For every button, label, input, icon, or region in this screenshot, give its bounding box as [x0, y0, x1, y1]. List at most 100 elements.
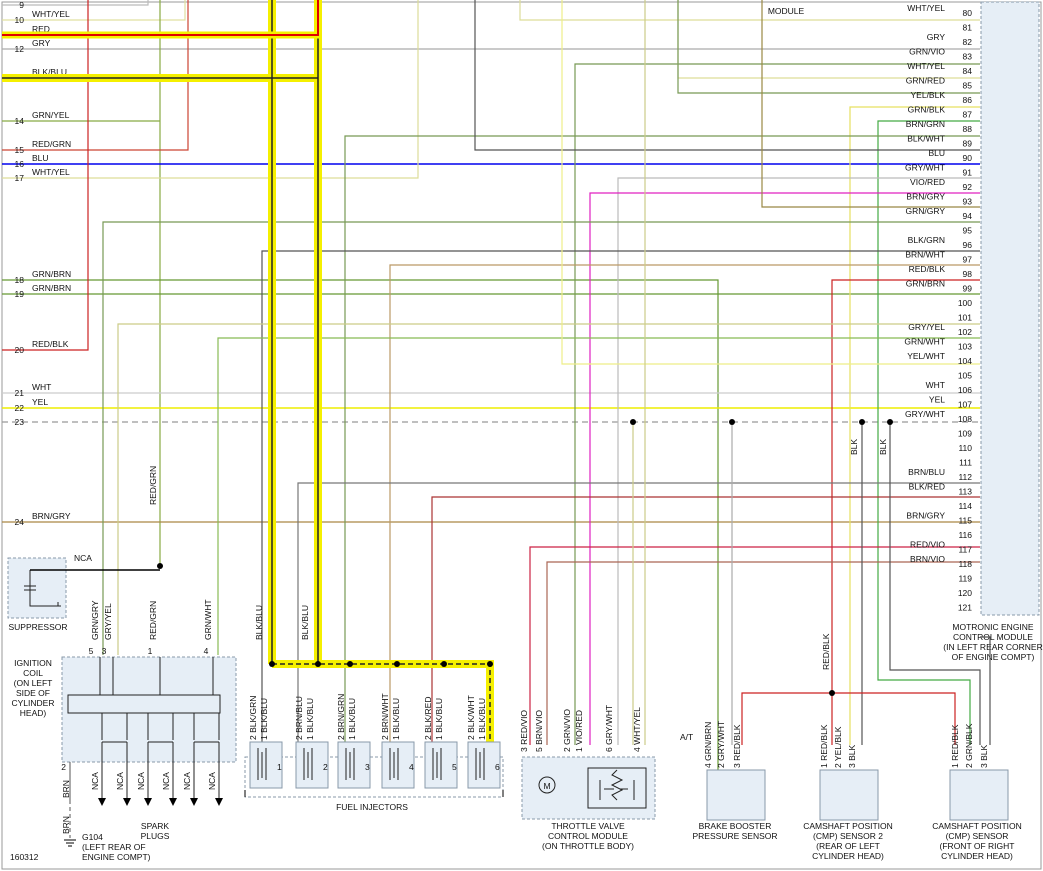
ecm-pin-num: 80 [963, 8, 973, 18]
ecm-pin-num: 107 [958, 400, 972, 410]
ecm-pin-num: 94 [963, 211, 973, 221]
ecm-pin-num: 100 [958, 298, 972, 308]
suppressor: SUPPRESSOR NCA [7, 553, 163, 632]
plug-nca: NCA [90, 772, 100, 790]
ecm-pin-num: 108 [958, 414, 972, 424]
brake-booster-sensor: A/T BRAKE BOOSTER PRESSURE SENSOR [680, 732, 778, 841]
ecm-pin-label: GRN/BLK [908, 105, 946, 115]
suppressor-label: SUPPRESSOR [8, 622, 67, 632]
coil-pin-num: 4 [204, 646, 209, 656]
ecm-pin-label: WHT [926, 380, 945, 390]
ecm-pin-num: 85 [963, 81, 973, 91]
ecm-pin-label: GRY [927, 32, 946, 42]
cmp-label: (CMP) SENSOR [946, 831, 1009, 841]
ecm-pin-num: 99 [963, 284, 973, 294]
ecm-pin-num: 119 [958, 574, 972, 584]
bus-label: BLK/BLU [254, 605, 264, 640]
spark-plugs-label: SPARK [141, 821, 170, 831]
injector-num: 3 [365, 762, 370, 772]
ecm-pin-num: 82 [963, 37, 973, 47]
left-wire-label: WHT [32, 382, 51, 392]
ecm-pin-num: 81 [963, 23, 973, 33]
left-wire-num: 9 [19, 0, 24, 10]
wire [297, 482, 980, 745]
ecm-pin-label: BLU [928, 148, 945, 158]
left-wire-label: WHT/YEL [32, 9, 70, 19]
pin-label: 1 BLK/BLU [477, 698, 487, 740]
wire [561, 0, 980, 365]
plug-nca: NCA [161, 772, 171, 790]
coil-pin-wire: GRY/YEL [103, 603, 113, 640]
ecm-pin-label: RED/VIO [910, 540, 945, 550]
spark-plug [144, 798, 152, 806]
cmp-label: CYLINDER HEAD) [941, 851, 1013, 861]
pin-label: 2 BRN/WHT [380, 693, 390, 740]
suppressor-nca: NCA [74, 553, 92, 563]
wire [589, 192, 980, 745]
wire [2, 0, 161, 566]
ecm-pin-num: 112 [958, 472, 972, 482]
pin-label: 1 BLK/BLU [305, 698, 315, 740]
left-wire-num: 20 [15, 345, 25, 355]
wire [117, 323, 980, 655]
pin-label: 1 RED/BLK [819, 724, 829, 768]
blk-blu-bus [2, 0, 494, 745]
coil-name-line: IGNITION [14, 658, 52, 668]
ecm-pin-labels: 80WHT/YEL8182GRY83GRN/VIO84WHT/YEL85GRN/… [904, 3, 972, 613]
wire [574, 63, 980, 745]
ecm-pin-label: GRY/WHT [905, 409, 945, 419]
ecm-pin-num: 104 [958, 356, 972, 366]
plug-nca: NCA [182, 772, 192, 790]
ecm-pin-label: WHT/YEL [907, 3, 945, 13]
throttle-label: THROTTLE VALVE [551, 821, 625, 831]
throttle-module: M THROTTLE VALVE CONTROL MODULE (ON THRO… [521, 756, 656, 851]
wire [102, 221, 980, 655]
left-wire-label: RED [32, 24, 50, 34]
cmp-sensor-2: CAMSHAFT POSITION (CMP) SENSOR 2 (REAR O… [803, 769, 893, 861]
coil-pin-num: 1 [148, 646, 153, 656]
wire-layer [2, 0, 991, 770]
bus-label: BLK/BLU [300, 605, 310, 640]
wire [529, 546, 980, 745]
ecm-name-line: CONTROL MODULE [953, 632, 1033, 642]
pin-label: 1 BLK/BLU [347, 698, 357, 740]
cmp2-label: CYLINDER HEAD) [812, 851, 884, 861]
injector-coil [345, 748, 355, 780]
left-wire-label: RED/BLK [32, 339, 69, 349]
injector-coil [303, 748, 313, 780]
ecm-pin-label: BLK/RED [909, 482, 945, 492]
wire [389, 264, 980, 745]
wire [2, 0, 89, 351]
pin-label: 1 VIO/RED [574, 710, 584, 752]
pin-label: 6 GRY/WHT [604, 705, 614, 752]
coil-feed-label: RED/GRN [148, 466, 158, 505]
wire [761, 0, 980, 208]
cmp-sensor: CAMSHAFT POSITION (CMP) SENSOR (FRONT OF… [932, 769, 1022, 861]
blk-label: BLK [849, 439, 859, 455]
cmp-label: (FRONT OF RIGHT [940, 841, 1015, 851]
pin-label: 2 BRN/GRN [336, 694, 346, 740]
blk-label: BLK [878, 439, 888, 455]
injector-num: 5 [452, 762, 457, 772]
ecm-pin-num: 113 [958, 487, 972, 497]
spark-plug [169, 798, 177, 806]
ecm-pin-num: 84 [963, 66, 973, 76]
coil-name-line: COIL [23, 668, 43, 678]
ecm-pin-label: BRN/GRY [906, 511, 945, 521]
wire [877, 120, 980, 745]
ecm-name-line: (IN LEFT REAR CORNER [943, 642, 1043, 652]
ground-g104: 2 BRN BRN G104 (LEFT REAR OF ENGINE COMP… [61, 762, 151, 862]
left-wire-num: 24 [15, 517, 25, 527]
left-wire-label: GRN/BRN [32, 283, 71, 293]
ground-pin: 2 [61, 762, 66, 772]
ecm-pin-num: 109 [958, 429, 972, 439]
spark-plug [98, 798, 106, 806]
left-wire-label: GRY [32, 38, 51, 48]
injector-num: 4 [409, 762, 414, 772]
ecm-pin-num: 121 [958, 603, 972, 613]
coil-pin-num: 5 [89, 646, 94, 656]
splice-dot [630, 419, 636, 425]
spark-plug [215, 798, 223, 806]
